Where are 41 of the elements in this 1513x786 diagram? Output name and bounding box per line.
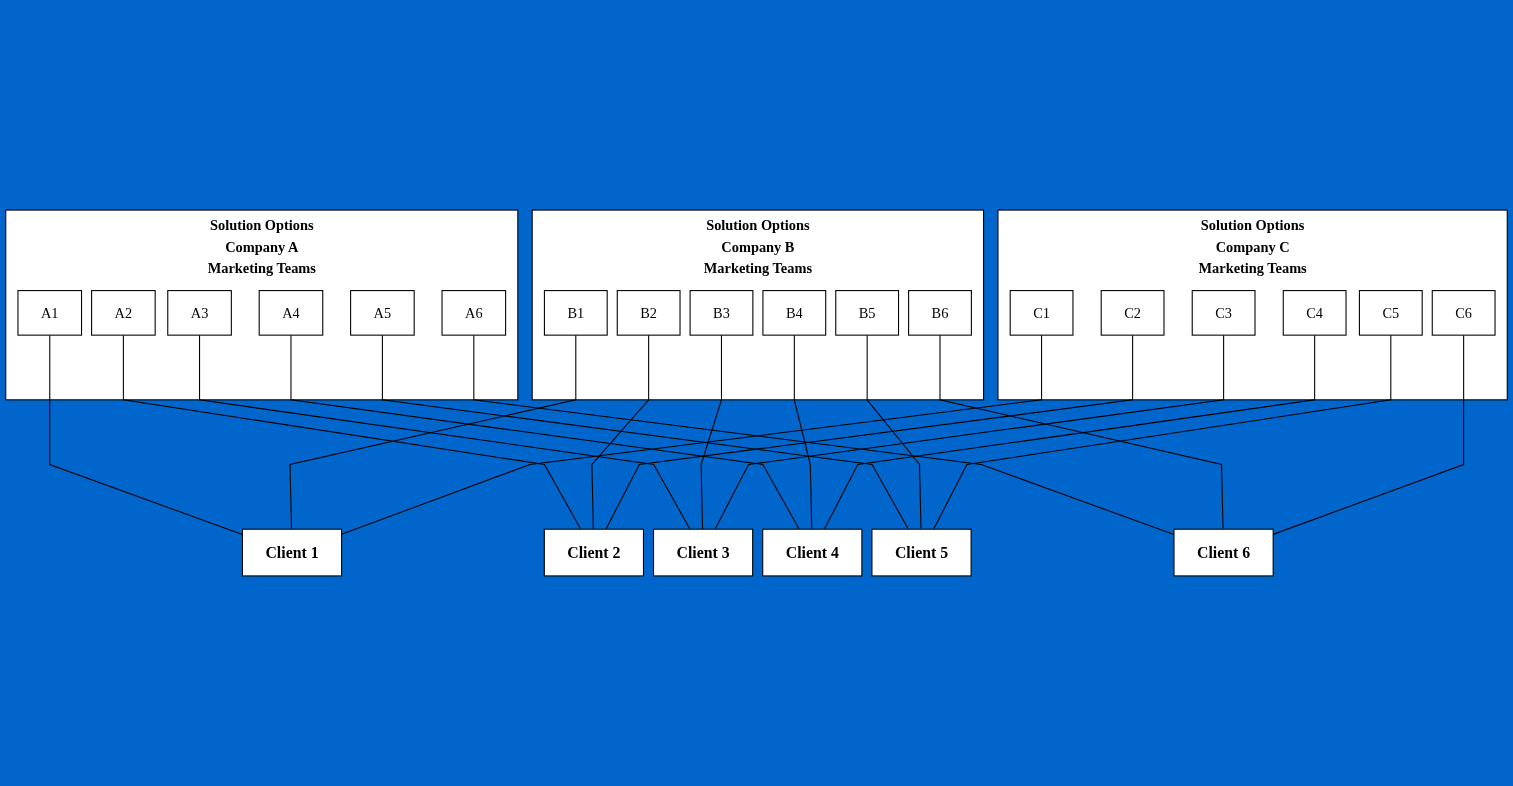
node-box: C3 (1191, 290, 1256, 336)
node-box: B6 (908, 290, 972, 336)
connector (933, 334, 1392, 530)
node-box: A6 (441, 290, 507, 336)
connector (341, 334, 1043, 535)
node-box: A4 (258, 290, 324, 336)
node-box: Client 6 (1173, 528, 1274, 577)
node-box: B5 (835, 290, 900, 336)
node-box: Client 3 (653, 528, 754, 577)
connector (381, 334, 909, 530)
node-box: B1 (543, 290, 608, 336)
node-box: A2 (91, 290, 156, 336)
node-box: Client 1 (241, 528, 343, 577)
node-box: B4 (762, 290, 827, 336)
connector (866, 334, 922, 530)
connector (700, 334, 722, 530)
connector (49, 334, 243, 536)
node-box: C5 (1358, 290, 1423, 336)
connector (591, 334, 650, 530)
node-box: C6 (1431, 290, 1496, 336)
connector (199, 334, 691, 530)
node-box: Client 4 (762, 528, 863, 577)
connector (122, 334, 582, 530)
node-box: A1 (17, 290, 83, 336)
node-box: C4 (1282, 290, 1347, 336)
node-box: Client 2 (543, 528, 644, 577)
node-box: Client 5 (871, 528, 972, 577)
connector (473, 334, 1175, 536)
connector (605, 334, 1134, 530)
node-box: B2 (616, 290, 681, 336)
connector (289, 334, 577, 530)
node-box: A3 (167, 290, 232, 336)
node-box: C2 (1100, 290, 1165, 336)
connector (290, 334, 800, 530)
connector (714, 334, 1225, 530)
connector (939, 334, 1224, 530)
node-box: A5 (350, 290, 415, 336)
node-box: C1 (1009, 290, 1074, 336)
node-box: B3 (689, 290, 754, 336)
connector (823, 334, 1316, 530)
connector (793, 334, 813, 530)
